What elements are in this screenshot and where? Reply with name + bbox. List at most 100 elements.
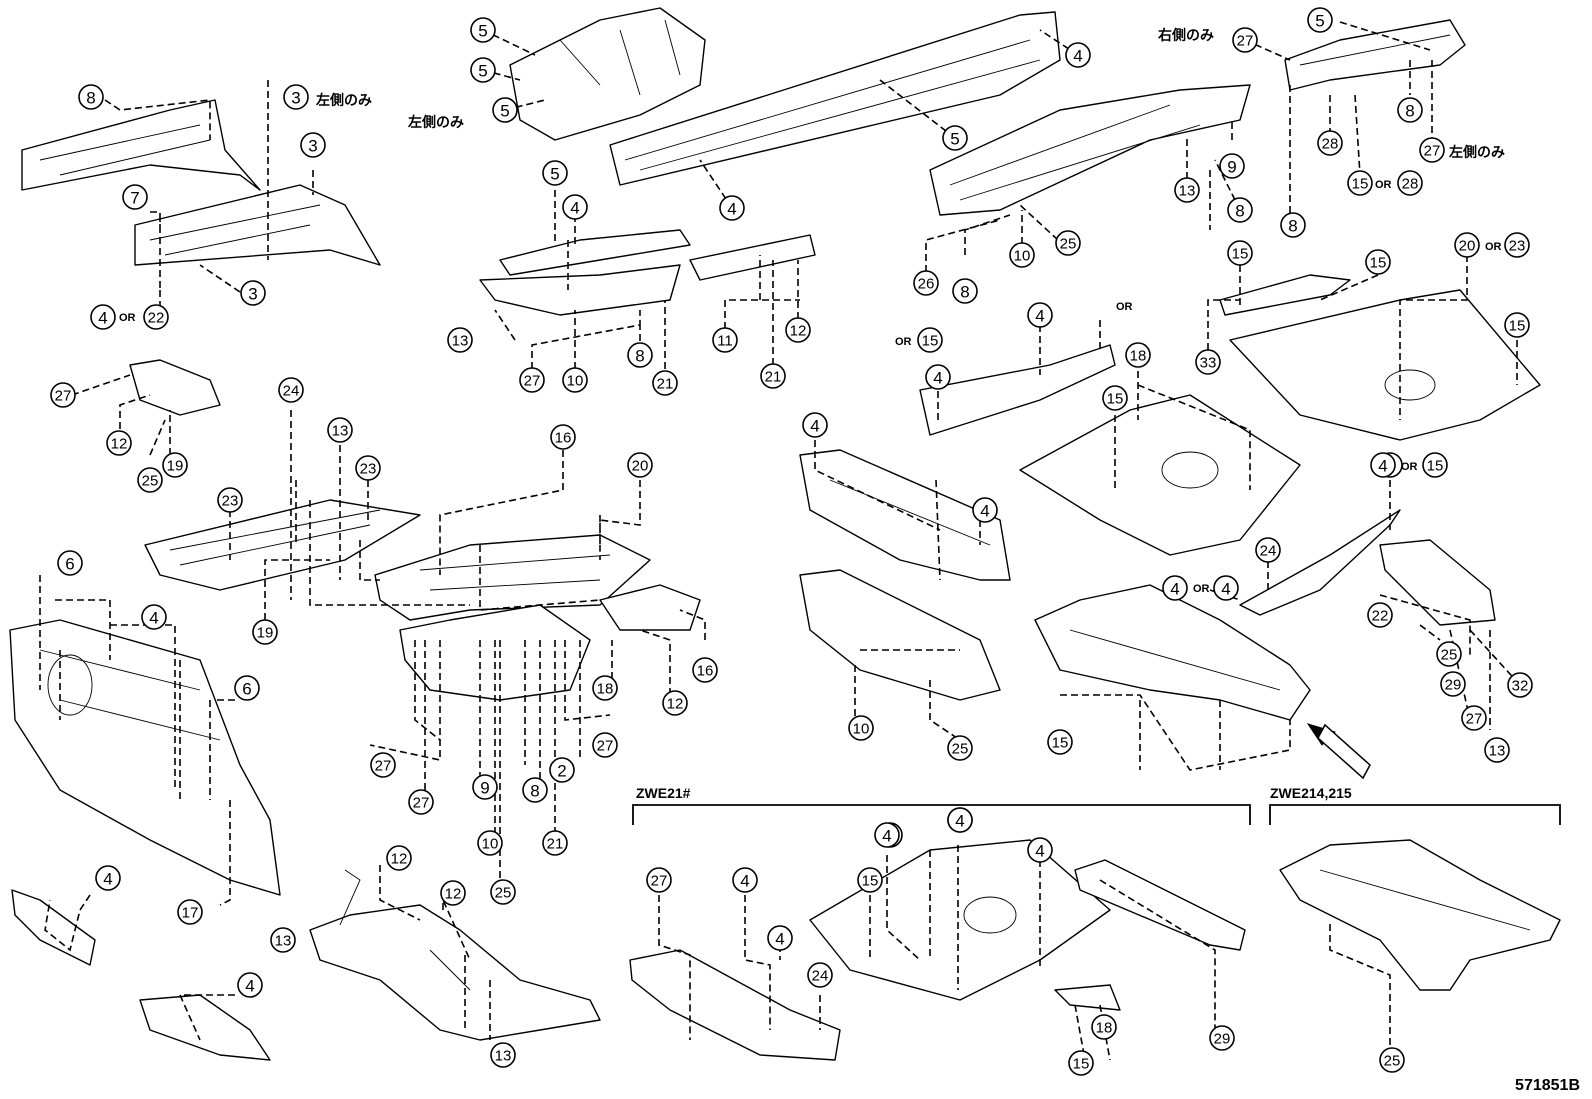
- note-left-only: 左側のみ: [1448, 144, 1505, 161]
- callout-8: 8: [1227, 197, 1253, 223]
- callout-24: 24: [278, 377, 304, 403]
- callout-number: 13: [332, 423, 349, 440]
- part-outlines: [9, 7, 1561, 1061]
- callout-circle: [1219, 153, 1245, 179]
- callout-number: 27: [1237, 33, 1254, 50]
- callout-circle: [50, 382, 76, 408]
- callout-number: 17: [182, 905, 199, 922]
- floor-side-rail: [479, 264, 681, 316]
- callout-25: 25: [1379, 1047, 1405, 1073]
- callout-number: 19: [167, 458, 184, 475]
- callout-number: 4: [98, 309, 107, 328]
- callout-number: 16: [555, 430, 572, 447]
- callout-circle: [848, 715, 874, 741]
- callout-number: 4: [980, 502, 989, 521]
- callout-15: 15: [917, 327, 943, 353]
- callout-circle: [278, 377, 304, 403]
- callout-circle: [370, 752, 396, 778]
- callout-4: 4: [237, 972, 263, 998]
- cowl-apron: [509, 7, 706, 141]
- callout-10: 10: [848, 715, 874, 741]
- callout-number: 18: [597, 681, 614, 698]
- callout-circle: [90, 304, 116, 330]
- callout-15: 15: [857, 867, 883, 893]
- callout-circle: [1162, 575, 1188, 601]
- callout-circle: [1317, 130, 1343, 156]
- callout-23: 23: [1504, 232, 1530, 258]
- callout-circle: [1440, 671, 1466, 697]
- callout-4: 4: [1027, 302, 1053, 328]
- callout-circle: [732, 867, 758, 893]
- callout-number: 6: [65, 555, 74, 574]
- or-connector: OR: [895, 336, 912, 348]
- callout-number: 15: [1427, 458, 1444, 475]
- callout-19: 19: [162, 452, 188, 478]
- callout-number: 27: [524, 373, 541, 390]
- callout-5: 5: [492, 97, 518, 123]
- callout-number: 27: [1466, 711, 1483, 728]
- callout-13: 13: [490, 1042, 516, 1068]
- tunnel-bracket: [599, 584, 701, 631]
- callout-circle: [95, 865, 121, 891]
- callout-number: 5: [1315, 12, 1324, 31]
- rear-floor-side-member: [929, 84, 1251, 216]
- callout-number: 24: [1260, 543, 1277, 560]
- callout-circle: [1125, 342, 1151, 368]
- callout-number: 23: [222, 493, 239, 510]
- callout-number: 6: [242, 680, 251, 699]
- callout-number: 16: [697, 663, 714, 680]
- callout-5: 5: [470, 57, 496, 83]
- callout-number: 5: [478, 62, 487, 81]
- callout-number: 18: [1096, 1020, 1113, 1037]
- front-side-member-lower: [134, 184, 381, 266]
- callout-circle: [767, 925, 793, 951]
- callout-27: 27: [519, 367, 545, 393]
- callout-12: 12: [386, 845, 412, 871]
- rear-floor-crossmember-small: [1219, 274, 1351, 316]
- diagram-id: 571851B: [1515, 1077, 1580, 1094]
- callout-27: 27: [1232, 27, 1258, 53]
- callout-number: 23: [360, 461, 377, 478]
- callout-circle: [662, 690, 688, 716]
- callout-number: 25: [1384, 1053, 1401, 1070]
- or-connector: OR: [1375, 179, 1392, 191]
- callout-circle: [1065, 42, 1091, 68]
- sill-reinforcement: [499, 229, 691, 276]
- callout-27: 27: [370, 752, 396, 778]
- or-connector: OR: [119, 312, 136, 324]
- rear-floor-extension: [1379, 539, 1496, 626]
- callout-4: 4: [141, 604, 167, 630]
- callout-17: 17: [177, 899, 203, 925]
- callout-number: 29: [1214, 1031, 1231, 1048]
- callout-circle: [542, 160, 568, 186]
- callout-number: 15: [1232, 246, 1249, 263]
- note-left-only: 左側のみ: [407, 114, 464, 131]
- rocker-inner-panel: [799, 449, 1011, 581]
- callout-number: 3: [291, 89, 300, 108]
- callout-19: 19: [252, 619, 278, 645]
- callout-number: 21: [547, 836, 564, 853]
- callout-circle: [947, 807, 973, 833]
- callout-number: 4: [245, 977, 254, 996]
- callout-4: 4: [732, 867, 758, 893]
- callout-number: 10: [1014, 248, 1031, 265]
- callout-circle: [1347, 170, 1373, 196]
- callout-circle: [807, 962, 833, 988]
- callout-number: 8: [960, 283, 969, 302]
- callout-number: 25: [495, 885, 512, 902]
- callout-32: 32: [1507, 672, 1533, 698]
- callout-number: 25: [952, 741, 969, 758]
- callout-circle: [1370, 452, 1396, 478]
- callout-number: 8: [1405, 102, 1414, 121]
- callout-number: 5: [950, 130, 959, 149]
- callout-circle: [1280, 212, 1306, 238]
- callout-number: 15: [1370, 255, 1387, 272]
- rocker-inner-lower: [799, 569, 1001, 701]
- callout-5: 5: [942, 125, 968, 151]
- or-connector: OR: [1116, 301, 1133, 313]
- callout-circle: [1227, 197, 1253, 223]
- callout-13: 13: [327, 417, 353, 443]
- callout-8: 8: [522, 777, 548, 803]
- callout-3: 3: [240, 280, 266, 306]
